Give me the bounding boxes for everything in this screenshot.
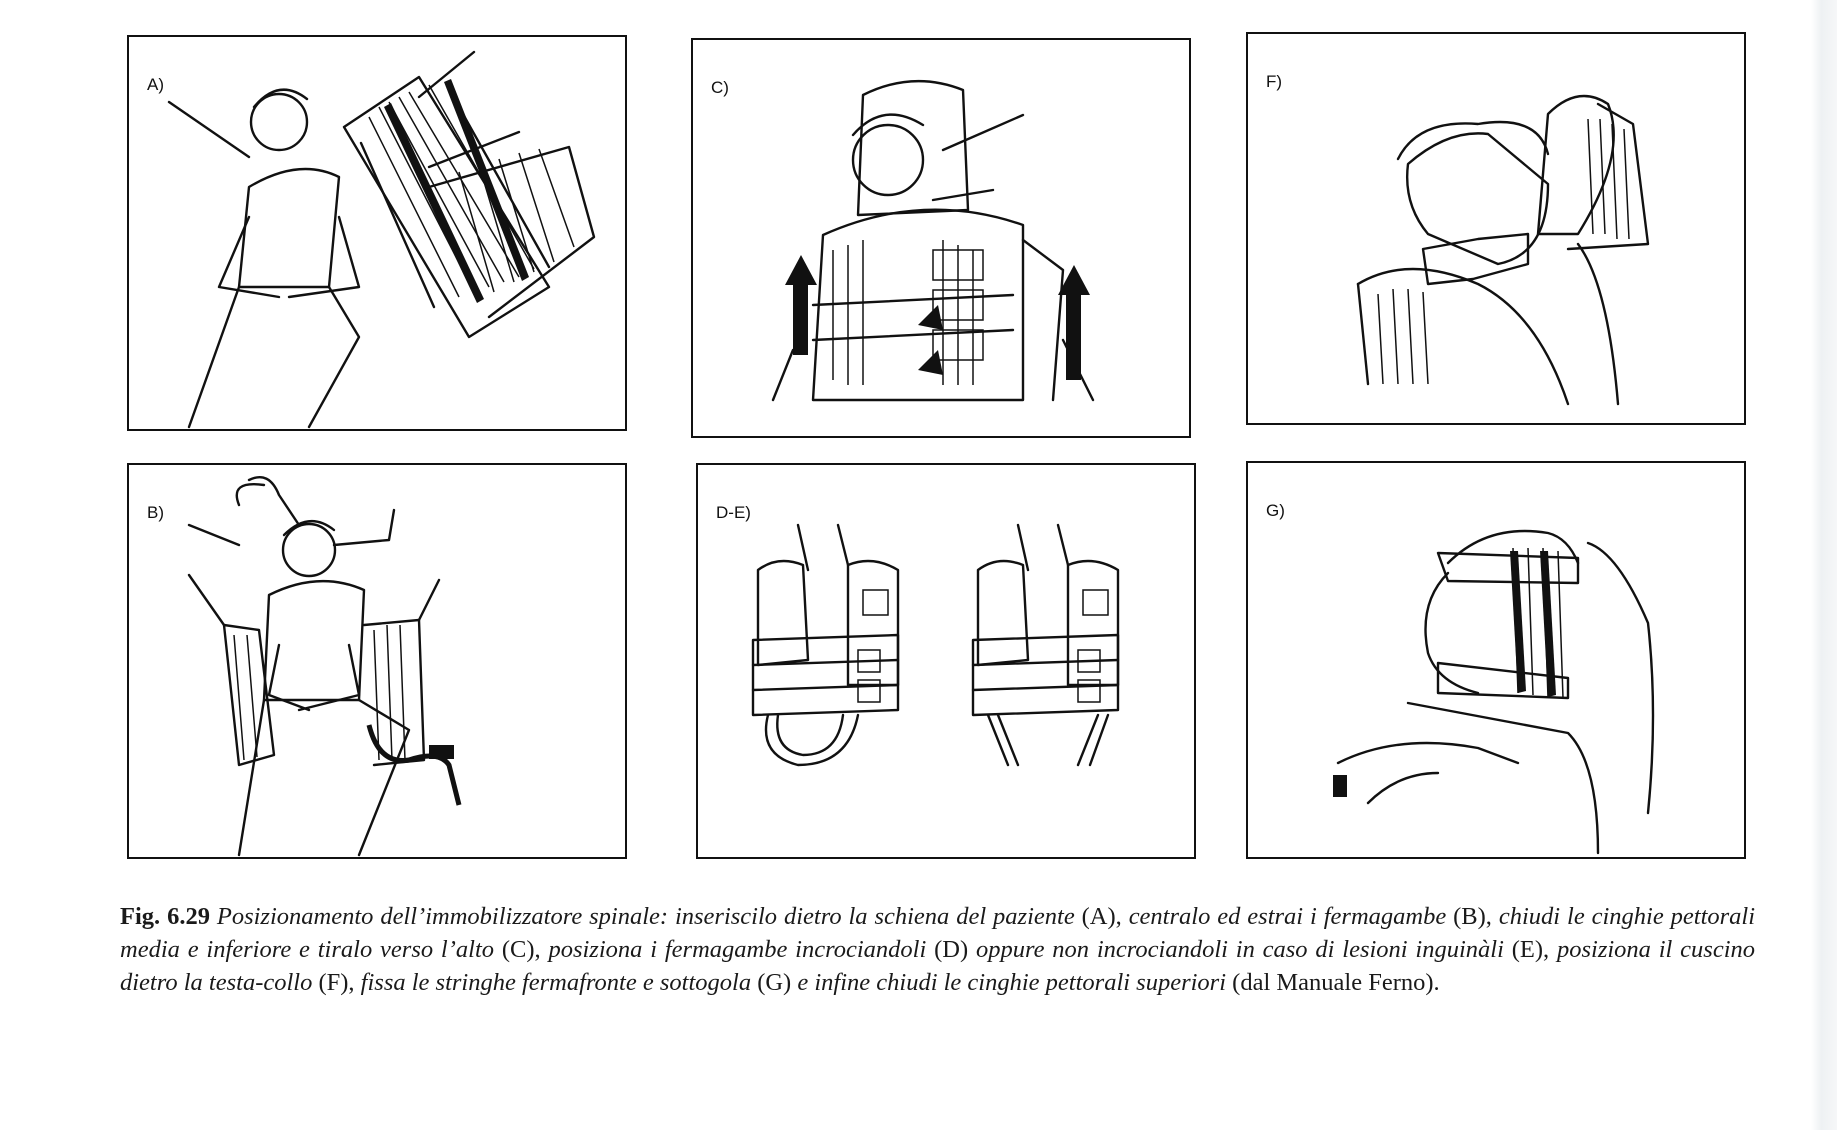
caption-ref-d: (D) <box>934 936 969 963</box>
caption-source: (dal Manuale Ferno). <box>1232 969 1440 996</box>
caption-ref-c: (C), <box>501 936 541 963</box>
caption-part-3: chiudi le cinghie pettorali media e infe… <box>120 903 1756 963</box>
caption-part-4: posiziona i fermagambe incrociandoli <box>548 936 927 963</box>
panel-f-illustration <box>1356 94 1650 406</box>
figure-panel-a: A) <box>127 35 627 431</box>
figure-number: Fig. 6.29 <box>120 903 210 930</box>
figure-panel-c: C) <box>691 38 1191 438</box>
panel-g-illustration <box>1333 529 1655 855</box>
caption-part-7: fissa le stringhe fermafronte e sottogol… <box>360 969 752 996</box>
figure-panel-g: G) <box>1246 461 1746 859</box>
panel-a-illustration <box>167 50 596 429</box>
caption-ref-b: (B), <box>1453 903 1492 930</box>
caption-part-5: oppure non incrociandoli in caso di lesi… <box>975 936 1504 963</box>
caption-part-6: posiziona il cuscino dietro la testa-col… <box>120 936 1756 996</box>
panel-d-e-label: D-E) <box>716 503 751 522</box>
panel-c-illustration <box>771 79 1095 402</box>
caption-ref-a: (A), <box>1081 903 1122 930</box>
panel-a-label: A) <box>147 75 164 94</box>
figure-panel-f: F) <box>1246 32 1746 425</box>
caption-ref-f: (F), <box>318 969 355 996</box>
caption-part-2: centralo ed estrai i fermagambe <box>1128 903 1447 930</box>
caption-ref-e: (E), <box>1511 936 1550 963</box>
caption-part-8: e infine chiudi le cinghie pettorali sup… <box>797 969 1227 996</box>
figure-panel-d-e: D-E) <box>696 463 1196 859</box>
page-edge-shadow <box>1811 0 1837 1130</box>
figure-caption: Fig. 6.29 Posizionamento dell’immobilizz… <box>120 900 1755 999</box>
panel-d-e-illustration <box>751 523 1120 767</box>
caption-ref-g: (G) <box>757 969 792 996</box>
figure-panel-b: B) <box>127 463 627 859</box>
panel-b-illustration <box>187 475 462 857</box>
panel-b-label: B) <box>147 503 164 522</box>
panel-g-label: G) <box>1266 501 1285 520</box>
caption-part-1: Posizionamento dell’immobilizzatore spin… <box>216 903 1075 930</box>
panel-c-label: C) <box>711 78 729 97</box>
panel-f-label: F) <box>1266 72 1283 91</box>
